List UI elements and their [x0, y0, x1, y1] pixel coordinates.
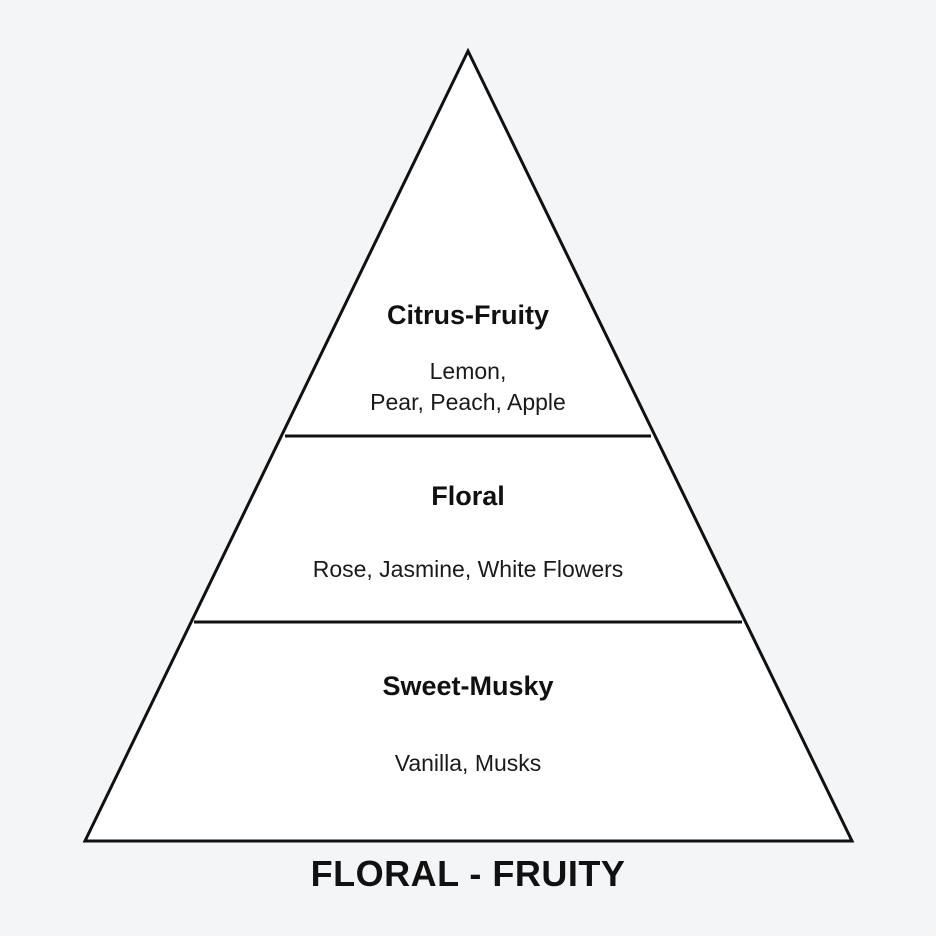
diagram-title: FLORAL - FRUITY: [310, 853, 626, 894]
pyramid-triangle: [82, 47, 855, 843]
tier-title-bottom: Sweet-Musky: [382, 671, 554, 701]
tier-notes-bottom: Vanilla, Musks: [394, 750, 542, 776]
tier-title-middle: Floral: [431, 481, 505, 511]
tier-notes-middle: Rose, Jasmine, White Flowers: [312, 556, 624, 582]
tier-title-top: Citrus-Fruity: [387, 300, 549, 330]
tier-notes-top: Lemon, Pear, Peach, Apple: [370, 358, 566, 415]
